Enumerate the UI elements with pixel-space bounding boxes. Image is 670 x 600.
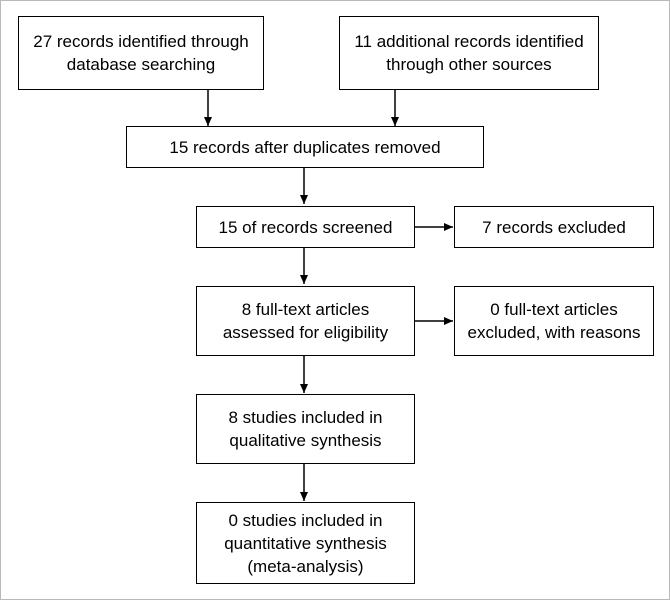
box-database-searching: 27 records identified through database s…: [18, 16, 264, 90]
box-text-line: 7 records excluded: [482, 217, 626, 237]
box-text-line: 0 full-text articles: [490, 300, 618, 319]
box-text-line: quantitative synthesis: [224, 533, 387, 553]
box-text-line: 11 additional records identified: [354, 32, 584, 51]
box-text-line: database searching: [66, 55, 216, 74]
box-text-line: 27 records identified through: [33, 32, 249, 51]
box-text-line: 8 full-text articles: [241, 300, 370, 319]
box-text-line: qualitative synthesis: [229, 431, 382, 450]
box-text-line: 0 studies included in: [228, 510, 383, 530]
box-records-excluded: 7 records excluded: [454, 206, 654, 248]
box-text-line: 15 of records screened: [218, 217, 393, 237]
box-quantitative-synthesis: 0 studies included in quantitative synth…: [196, 502, 415, 584]
box-text-line: assessed for eligibility: [222, 323, 389, 342]
box-text-line: 8 studies included in: [228, 408, 383, 427]
box-records-screened: 15 of records screened: [196, 206, 415, 248]
box-fulltext-assessed: 8 full-text articles assessed for eligib…: [196, 286, 415, 356]
box-text-line: (meta-analysis): [247, 556, 364, 576]
box-fulltext-excluded: 0 full-text articles excluded, with reas…: [454, 286, 654, 356]
box-text-line: excluded, with reasons: [467, 323, 641, 342]
box-other-sources: 11 additional records identified through…: [339, 16, 599, 90]
box-duplicates-removed: 15 records after duplicates removed: [126, 126, 484, 168]
box-qualitative-synthesis: 8 studies included in qualitative synthe…: [196, 394, 415, 464]
box-text-line: through other sources: [386, 55, 552, 74]
box-text-line: 15 records after duplicates removed: [169, 137, 441, 157]
